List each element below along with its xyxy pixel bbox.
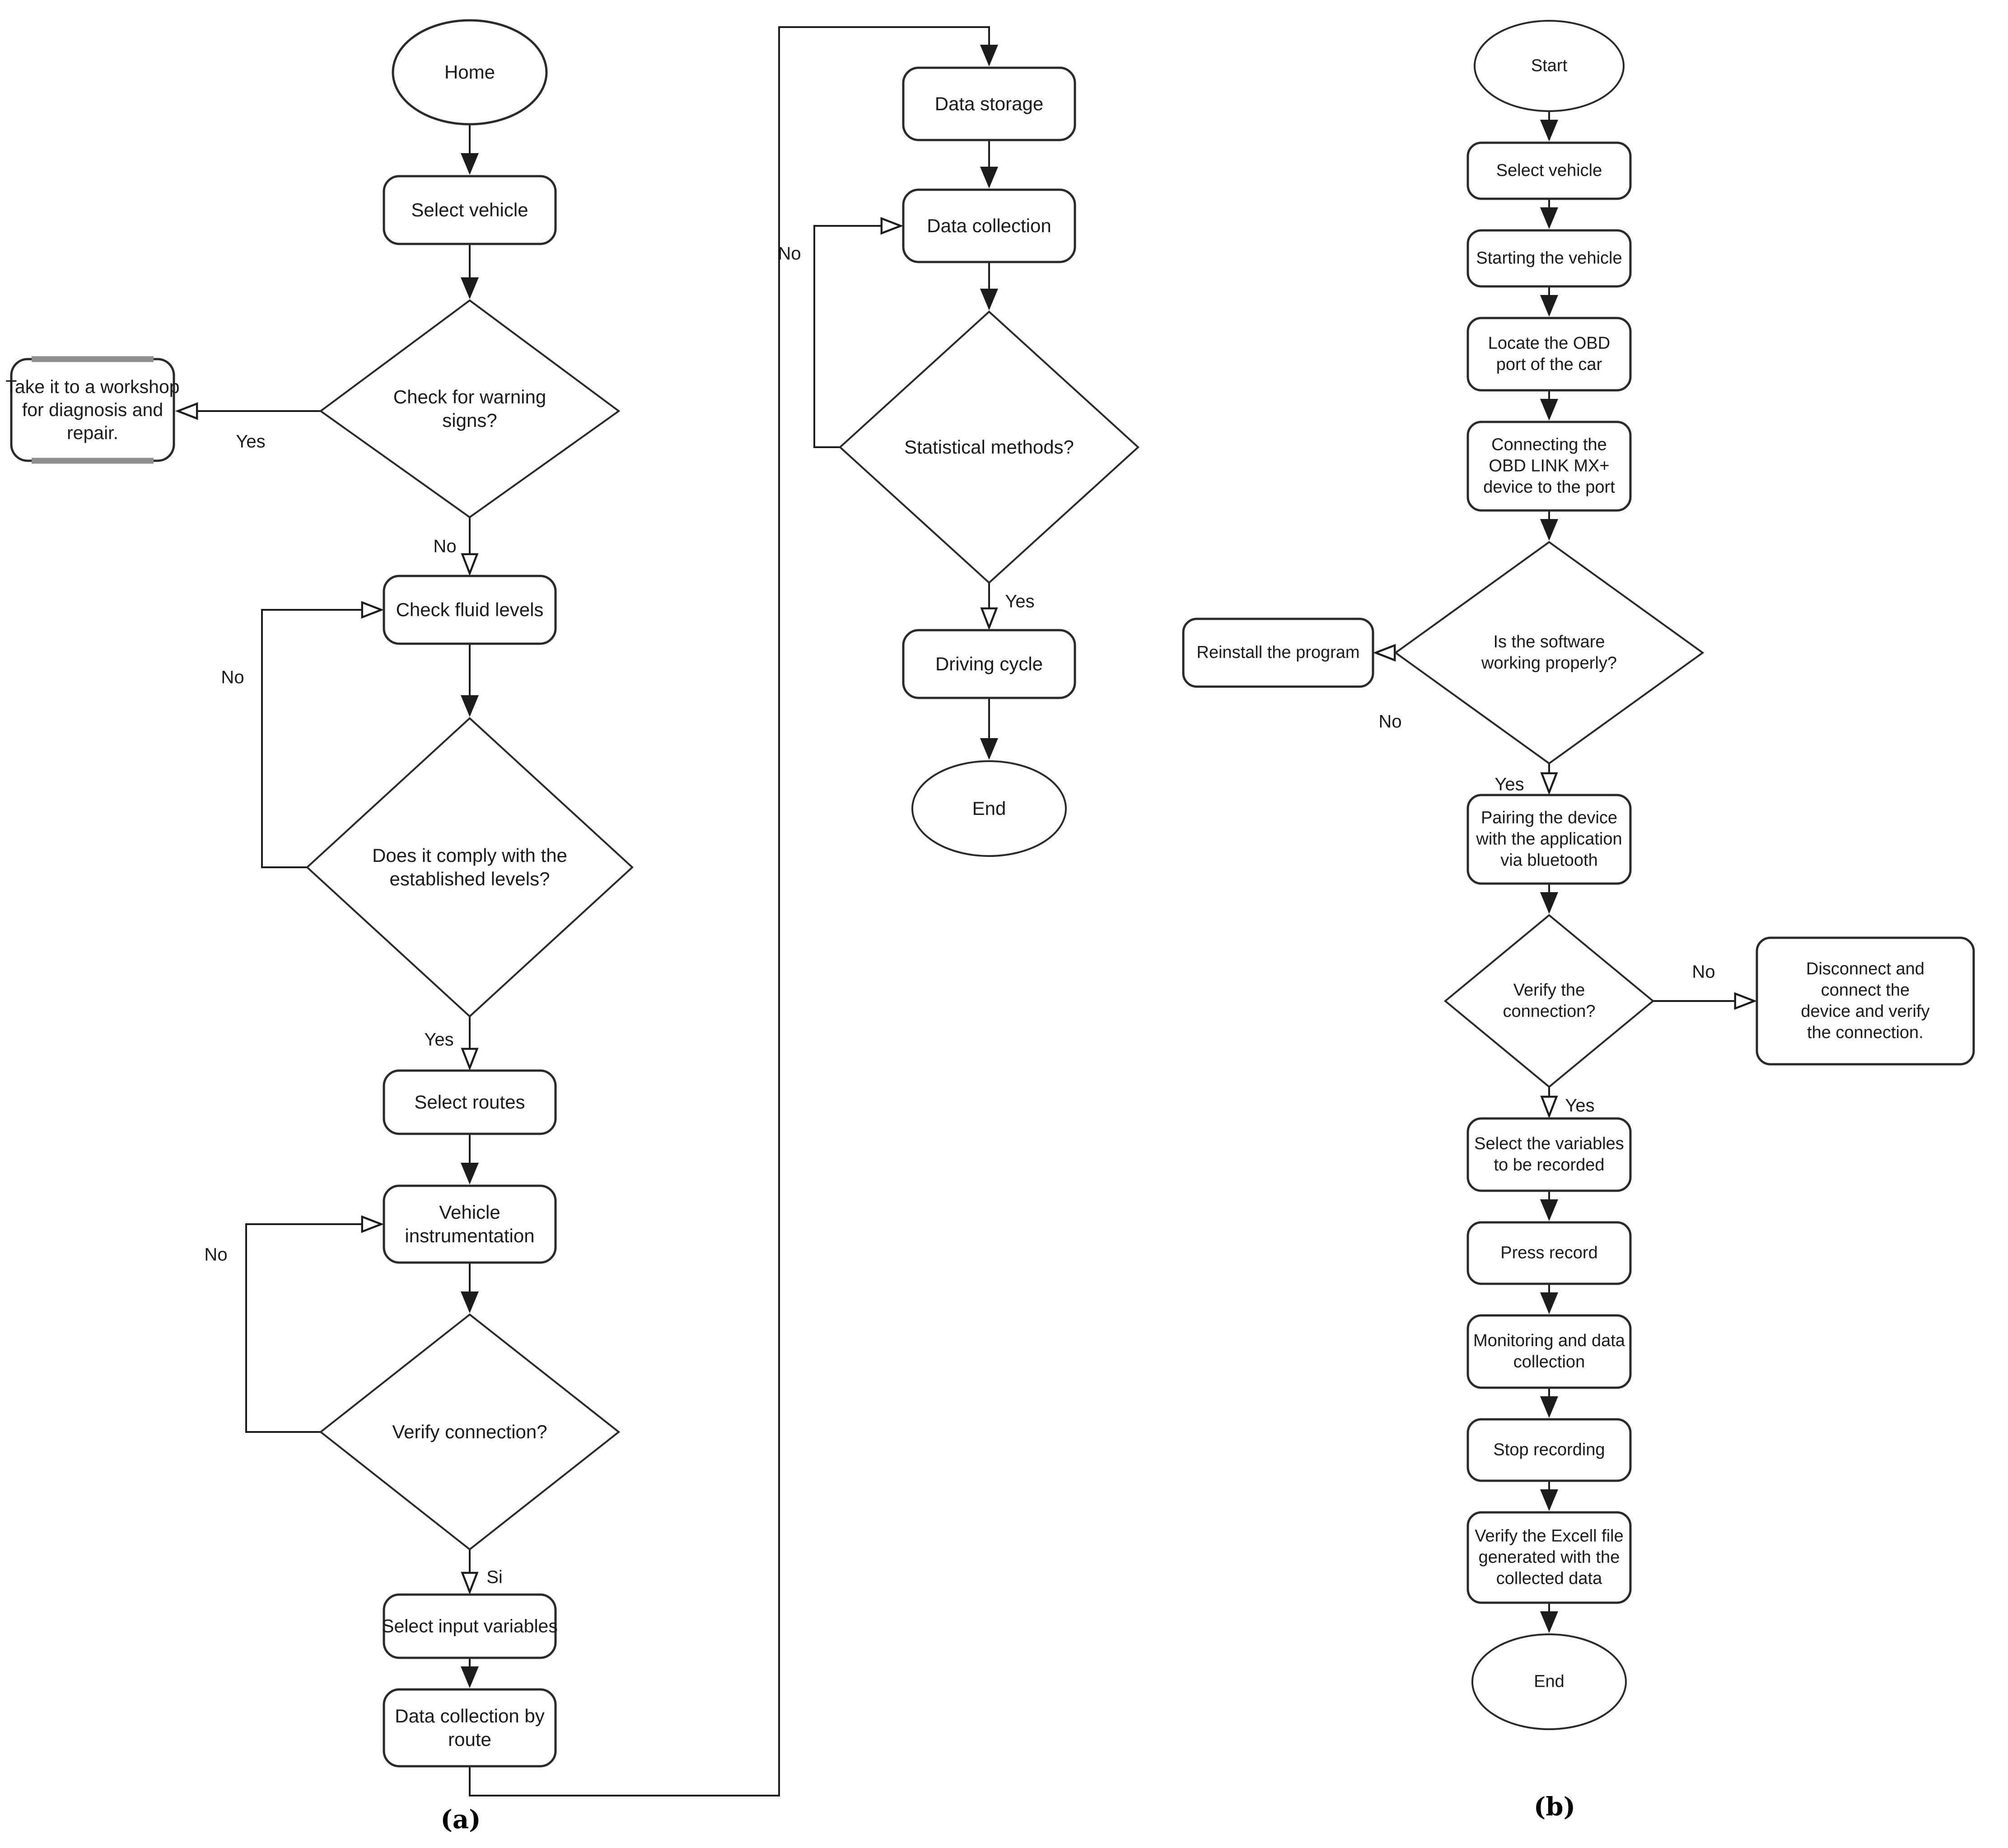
node-select-input-variables-label: Select input variables: [382, 1615, 558, 1637]
node-connecting-obd-label: Connecting the OBD LINK MX+ device to th…: [1483, 435, 1615, 497]
node-pairing-shape: [1466, 794, 1632, 885]
loop-comply-no-to-check-fluid: [261, 601, 384, 868]
node-data-collection-by-route-shape: [383, 1688, 557, 1768]
node-connecting-obd-shape: [1466, 421, 1632, 512]
node-reinstall-label: Reinstall the program: [1196, 643, 1360, 662]
node-start-shape: [1474, 20, 1625, 112]
node-end-b-shape: [1471, 1633, 1627, 1730]
node-select-input-variables-shape: [383, 1593, 557, 1659]
edge-label-warning-yes: Yes: [236, 431, 266, 452]
node-vehicle-instrumentation-label: Vehicle instrumentation: [405, 1201, 535, 1246]
node-vehicle-instrumentation-shape: [383, 1184, 557, 1264]
node-home-shape: [392, 19, 548, 126]
node-end-b-label: End: [1534, 1672, 1564, 1691]
node-software-working-label: Is the software working properly?: [1481, 632, 1617, 673]
node-verify-connection-a-shape: [319, 1313, 621, 1551]
loop-statistical-no-to-data-collection: [813, 217, 904, 448]
node-software-working-shape: [1394, 541, 1704, 765]
node-data-collection-label: Data collection: [927, 215, 1051, 236]
node-stop-recording-shape: [1466, 1418, 1632, 1482]
node-data-collection-by-route-label: Data collection by route: [395, 1705, 545, 1750]
node-check-warning-label: Check for warning signs?: [393, 386, 546, 431]
node-data-storage-shape: [902, 66, 1076, 141]
node-verify-connection-b-label: Verify the connection?: [1503, 980, 1596, 1021]
node-monitoring-label: Monitoring and data collection: [1473, 1331, 1625, 1371]
node-workshop-label: Take it to a workshop for diagnosis and …: [5, 376, 180, 443]
node-select-vehicle-shape: [383, 175, 557, 245]
edge-label-software-yes: Yes: [1494, 774, 1524, 795]
node-select-routes-label: Select routes: [414, 1091, 525, 1113]
node-monitoring-shape: [1466, 1314, 1632, 1389]
edge-label-warning-no: No: [433, 536, 457, 557]
node-reinstall-shape: [1182, 618, 1374, 688]
node-select-variables-shape: [1466, 1117, 1632, 1192]
edge-label-verify-yes: Yes: [1565, 1095, 1595, 1116]
node-check-warning-shape: [319, 299, 621, 519]
node-starting-vehicle-label: Starting the vehicle: [1476, 248, 1622, 268]
shapes-b: [1182, 20, 1975, 1730]
node-disconnect-label: Disconnect and connect the device and ve…: [1801, 959, 1930, 1043]
node-disconnect-shape: [1756, 936, 1975, 1066]
node-home-label: Home: [444, 61, 495, 83]
node-check-fluid-label: Check fluid levels: [396, 599, 544, 620]
node-data-storage-label: Data storage: [934, 93, 1044, 114]
loop-verify-no-to-instrumentation: [245, 1215, 384, 1433]
edge-label-stat-no: No: [778, 243, 801, 264]
node-driving-cycle-shape: [902, 629, 1076, 699]
node-pairing-label: Pairing the device with the application …: [1476, 808, 1622, 870]
edge-label-software-no: No: [1378, 711, 1402, 732]
node-verify-connection-a-label: Verify connection?: [392, 1421, 547, 1442]
node-select-variables-label: Select the variables to be recorded: [1474, 1134, 1624, 1174]
connectors-a: [175, 26, 998, 1797]
connectors-b: [1373, 111, 1757, 1633]
node-locate-obd-label: Locate the OBD port of the car: [1488, 333, 1611, 374]
node-comply-levels-label: Does it comply with the established leve…: [372, 844, 567, 889]
edge-label-stat-yes: Yes: [1005, 591, 1035, 612]
node-stop-recording-label: Stop recording: [1493, 1440, 1605, 1460]
edge-label-verify-no: No: [1692, 962, 1715, 982]
connector-route-to-data-storage: [469, 26, 998, 1797]
node-data-collection-shape: [902, 188, 1076, 263]
node-statistical-methods-shape: [839, 310, 1139, 584]
node-starting-vehicle-shape: [1466, 229, 1632, 288]
panel-b-caption: (b): [1533, 1792, 1576, 1822]
node-driving-cycle-label: Driving cycle: [935, 653, 1043, 674]
edge-label-comply-yes: Yes: [424, 1029, 454, 1050]
node-start-label: Start: [1531, 56, 1568, 75]
edge-label-verify-si: Si: [486, 1567, 503, 1587]
edge-label-fluid-loop-no: No: [221, 667, 244, 688]
shapes-a: [10, 19, 1139, 1768]
node-select-routes-shape: [383, 1069, 557, 1135]
node-b-select-vehicle-label: Select vehicle: [1496, 161, 1602, 180]
node-verify-connection-b-shape: [1443, 914, 1655, 1088]
node-statistical-methods-label: Statistical methods?: [904, 436, 1074, 458]
node-check-fluid-shape: [383, 575, 557, 645]
node-b-select-vehicle-shape: [1466, 141, 1632, 200]
node-press-record-label: Press record: [1500, 1243, 1598, 1263]
node-verify-excel-label: Verify the Excell file generated with th…: [1475, 1526, 1624, 1588]
node-end-a-label: End: [972, 797, 1006, 819]
node-end-a-shape: [911, 760, 1067, 857]
node-comply-levels-shape: [306, 717, 634, 1018]
node-press-record-shape: [1466, 1221, 1632, 1285]
node-locate-obd-shape: [1466, 317, 1632, 392]
node-select-vehicle-label: Select vehicle: [411, 199, 528, 220]
node-verify-excel-shape: [1466, 1511, 1632, 1604]
panel-a-caption: (a): [440, 1805, 481, 1834]
edge-label-instr-loop-no: No: [204, 1244, 228, 1265]
